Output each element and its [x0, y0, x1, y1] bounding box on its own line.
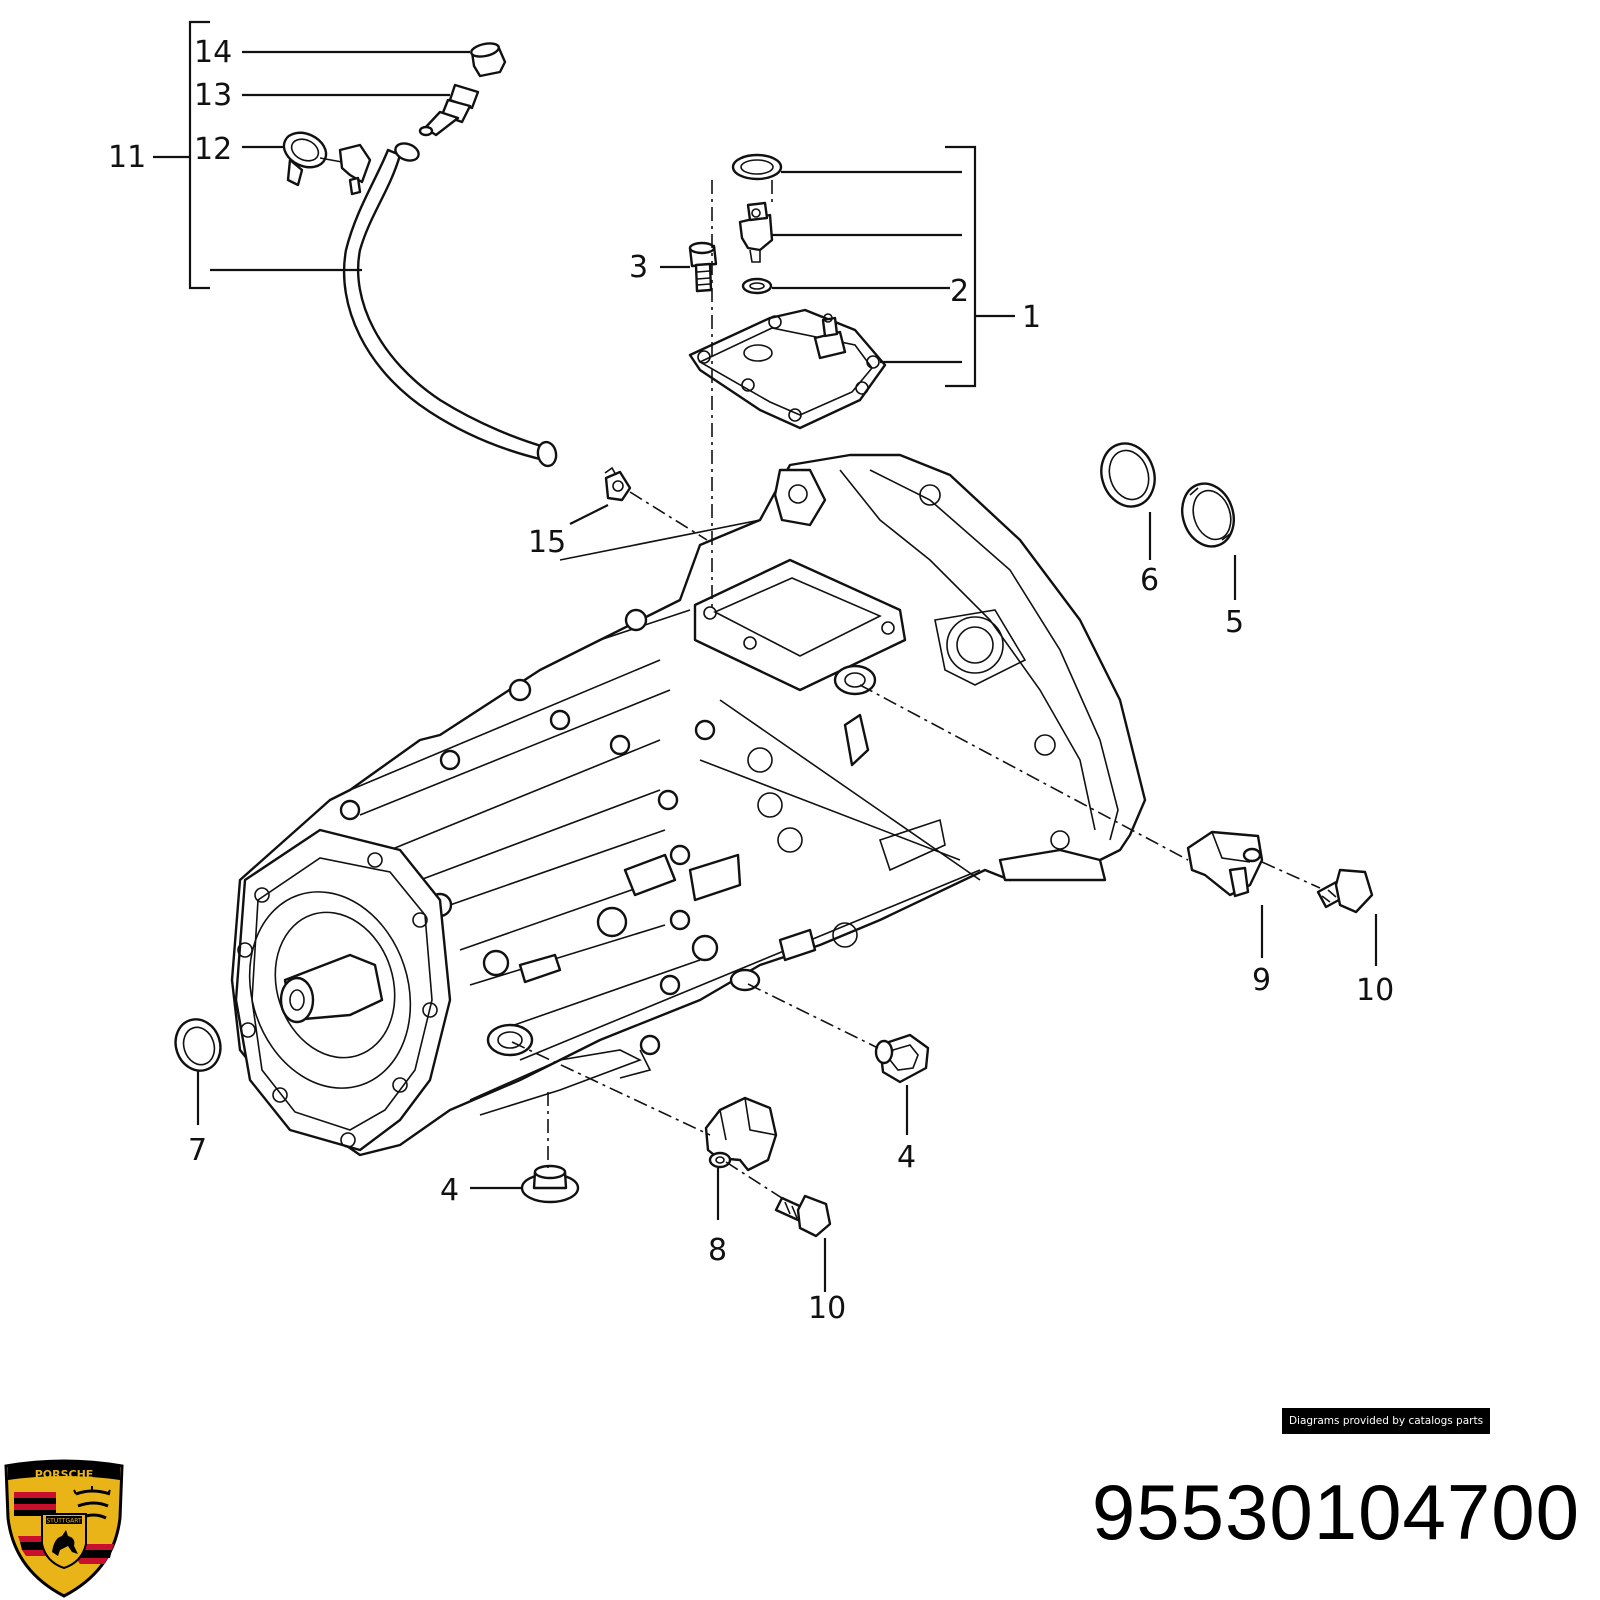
- callout-2: 2: [950, 274, 969, 309]
- porsche-crest-logo: PORSCHE STUTTGART: [4, 1459, 124, 1598]
- callout-15: 15: [528, 525, 566, 560]
- callout-12: 12: [194, 132, 232, 167]
- speed-sensor-8-icon: [704, 1096, 778, 1172]
- assembly-lines: [511, 180, 1321, 1201]
- hose-connector-icon: [418, 83, 480, 137]
- callout-10-upper: 10: [1356, 973, 1394, 1008]
- callout-4-right: 4: [897, 1140, 916, 1175]
- callout-11: 11: [108, 140, 146, 175]
- sensor-bolt-10-upper-icon: [1316, 868, 1374, 914]
- callout-7: 7: [188, 1133, 207, 1168]
- shaft-seal-7-icon: [174, 1018, 222, 1072]
- transmission-housing: [230, 453, 1147, 1157]
- callout-5: 5: [1225, 605, 1244, 640]
- hose-clamp-icon: [282, 131, 372, 196]
- part-number: 95530104700: [1091, 1468, 1580, 1556]
- top-cover-assembly: [688, 308, 887, 430]
- callout-14: 14: [194, 35, 232, 70]
- bolt-3-icon: [688, 241, 718, 293]
- diagram-credit-label: Diagrams provided by catalogs parts: [1282, 1408, 1490, 1434]
- callout-13: 13: [194, 78, 232, 113]
- shaft-seal-6-icon: [1100, 442, 1156, 508]
- o-ring-icon: [731, 153, 783, 181]
- breather-hose: [342, 142, 558, 468]
- sealing-ring-icon: [741, 277, 773, 295]
- callout-3: 3: [629, 250, 648, 285]
- drain-plug-4-bottom-icon: [520, 1164, 580, 1204]
- sensor-bolt-10-lower-icon: [774, 1194, 832, 1238]
- leader-lines: [153, 20, 1378, 1292]
- callout-8: 8: [708, 1233, 727, 1268]
- drain-plug-4-right-icon: [874, 1033, 930, 1084]
- callout-9: 9: [1252, 963, 1271, 998]
- speed-sensor-9-icon: [1186, 830, 1264, 898]
- output-flange: [234, 828, 452, 1152]
- vent-valve-icon: [604, 466, 632, 502]
- callout-10-lower: 10: [808, 1291, 846, 1326]
- cover-switch: [738, 201, 774, 263]
- callout-4-bottom: 4: [440, 1173, 459, 1208]
- callout-1: 1: [1022, 300, 1041, 335]
- cap-icon: [470, 42, 507, 78]
- svg-text:PORSCHE: PORSCHE: [35, 1468, 94, 1481]
- callout-6: 6: [1140, 563, 1159, 598]
- shaft-seal-5-icon: [1181, 482, 1235, 548]
- svg-text:STUTTGART: STUTTGART: [46, 1518, 82, 1525]
